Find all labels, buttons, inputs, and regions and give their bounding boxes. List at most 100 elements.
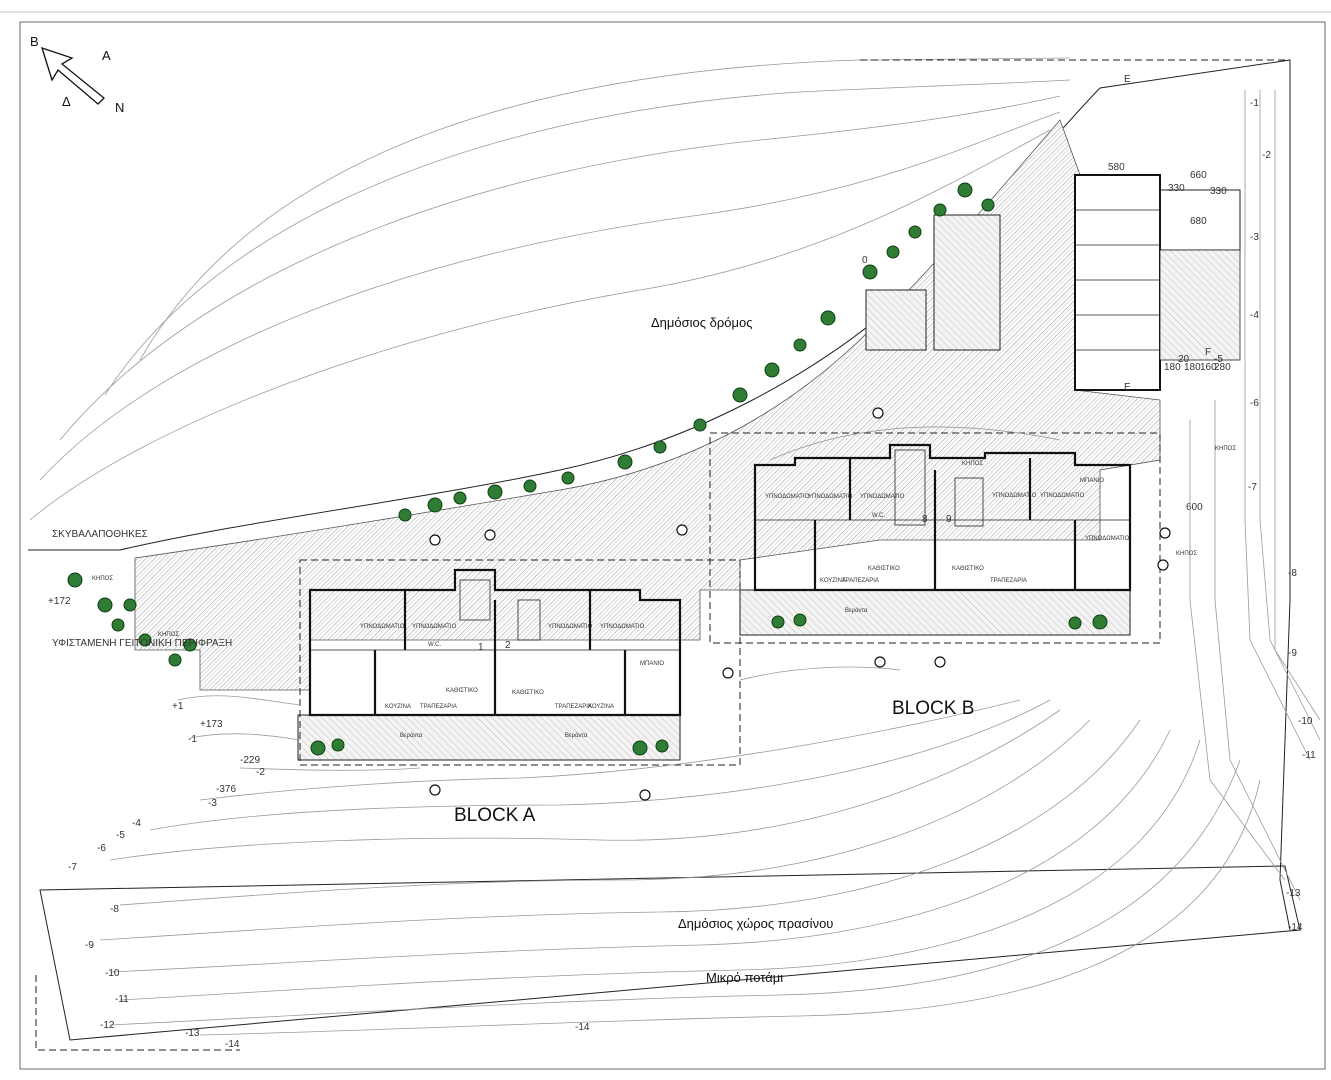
right-contours	[1189, 90, 1321, 901]
b-bedroom-6: ΥΠΝΟΔΩΜΑΤΙΟ	[1085, 536, 1130, 542]
stair-block-left	[865, 289, 927, 351]
compass-west: Δ	[62, 94, 71, 109]
contour-m12: -12	[100, 1020, 115, 1031]
b-dining-2: ΤΡΑΠΕΖΑΡΙΑ	[990, 578, 1027, 584]
stair-block-right	[933, 214, 1001, 351]
north-arrow-icon	[41, 46, 105, 105]
contour-m10: -10	[105, 968, 120, 979]
setback-line-left	[35, 975, 240, 1051]
a-veranda-2: Βεράντα	[565, 732, 588, 739]
rcontour-m5: -5	[1214, 354, 1223, 365]
public-road-label: Δημόσιος δρόμος	[651, 315, 753, 330]
rcontour-m8: -8	[1288, 568, 1297, 579]
small-river-label: Μικρό ποτάμι	[706, 970, 783, 985]
public-green-label: Δημόσιος χώρος πρασίνου	[678, 916, 833, 931]
b-bedroom-4: ΥΠΝΟΔΩΜΑΤΙΟ	[992, 493, 1037, 499]
block-b-veranda	[739, 589, 1131, 636]
garden-left-top: ΚΗΠΟΣ	[92, 576, 113, 582]
block-b-core-9: 9	[946, 514, 952, 525]
a-bedroom-3: ΥΠΝΟΔΩΜΑΤΙΟ	[548, 624, 593, 630]
block-b-core-8: 8	[922, 514, 928, 525]
rcontour-m14: -14	[1288, 922, 1303, 933]
contour-m9: -9	[85, 940, 94, 951]
rcontour-m13: -13	[1286, 888, 1301, 899]
block-a-building: 1 2 ΥΠΝΟΔΩΜΑΤΙΟ ΥΠΝΟΔΩΜΑΤΙΟ ΥΠΝΟΔΩΜΑΤΙΟ …	[297, 568, 682, 761]
contour-m8: -8	[110, 904, 119, 915]
dim-660: 660	[1190, 170, 1207, 181]
b-bedroom-3: ΥΠΝΟΔΩΜΑΤΙΟ	[860, 494, 905, 500]
b-kitchen: ΚΟΥΖΙΝΑ	[820, 578, 846, 584]
contour-m11: -11	[115, 994, 129, 1005]
dim-330b: 330	[1210, 186, 1227, 197]
rcontour-m6: -6	[1250, 398, 1259, 409]
dim-680: 680	[1190, 216, 1207, 227]
rcontour-m4: -4	[1250, 310, 1259, 321]
block-a-core-1: 1	[478, 642, 484, 653]
sheet-frame	[19, 21, 1326, 1070]
contour-m5: -5	[116, 830, 125, 841]
block-a-outline	[299, 559, 741, 766]
trees	[67, 182, 1108, 756]
section-e-top: E	[1124, 74, 1131, 85]
a-living-2: ΚΑΘΙΣΤΙΚΟ	[512, 690, 544, 696]
block-b-outline	[709, 432, 1161, 644]
contour-m13: -13	[185, 1028, 200, 1039]
contour-m4: -4	[132, 818, 141, 829]
rcontour-m11: -11	[1302, 750, 1316, 761]
garden-right: ΚΗΠΟΣ	[1215, 446, 1236, 452]
a-bedroom-1: ΥΠΝΟΔΩΜΑΤΙΟ	[360, 624, 405, 630]
b-bedroom-2: ΥΠΝΟΔΩΜΑΤΙΟ	[808, 494, 853, 500]
block-b-building: 8 9 ΥΠΝΟΔΩΜΑΤΙΟ ΥΠΝΟΔΩΜΑΤΙΟ ΥΠΝΟΔΩΜΑΤΙΟ …	[739, 443, 1132, 636]
site-boundary-lower	[39, 865, 1301, 1041]
dim-580: 580	[1108, 162, 1125, 173]
level-plus172: +172	[48, 596, 71, 607]
section-e-bottom: E	[1124, 382, 1131, 393]
a-bedroom-4: ΥΠΝΟΔΩΜΑΤΙΟ	[600, 624, 645, 630]
garden-right-bottom: ΚΗΠΟΣ	[1176, 551, 1197, 557]
block-a-label: BLOCK A	[454, 805, 536, 826]
compass: B A N Δ	[30, 34, 124, 115]
a-dining-2: ΤΡΑΠΕΖΑΡΙΑ	[555, 704, 592, 710]
b-bedroom-5: ΥΠΝΟΔΩΜΑΤΙΟ	[1040, 493, 1085, 499]
block-b-walls	[753, 443, 1132, 592]
compass-east: A	[102, 48, 111, 63]
left-contours	[99, 426, 1261, 1036]
a-bedroom-2: ΥΠΝΟΔΩΜΑΤΙΟ	[412, 624, 457, 630]
dim-330a: 330	[1168, 183, 1185, 194]
block-a-veranda	[297, 714, 681, 761]
level-plus173: +173	[200, 719, 223, 730]
parking-outline	[1074, 174, 1161, 391]
ramp-hatch	[1159, 249, 1241, 361]
contour-m7: -7	[68, 862, 77, 873]
compass-south: N	[115, 100, 124, 115]
dim-180b: 180	[1184, 362, 1201, 373]
b-garden-top: ΚΗΠΟΣ	[962, 461, 983, 467]
parking-garage: 580 660 330 330 680 180 180 160 20 280 6…	[1074, 74, 1241, 513]
a-bath: ΜΠΑΝΙΟ	[640, 661, 664, 667]
block-b-label: BLOCK B	[892, 698, 974, 719]
contour-m2: -2	[256, 767, 265, 778]
level-minus229: -229	[240, 755, 260, 766]
right-contour-labels: -1 -2 -3 -4 -5 -6 -7 -8 -9 -10 -11 -13 -…	[1214, 98, 1316, 933]
block-a-core-2: 2	[505, 640, 511, 651]
rcontour-m9: -9	[1288, 648, 1297, 659]
contour-m3: -3	[208, 798, 217, 809]
contour-m14: -14	[225, 1039, 240, 1050]
dim-180a: 180	[1164, 362, 1181, 373]
compass-north: B	[30, 34, 39, 49]
level-minus376: -376	[216, 784, 236, 795]
contour-road-zero: 0	[862, 255, 868, 266]
a-living-1: ΚΑΘΙΣΤΙΚΟ	[446, 688, 478, 694]
contour-m6: -6	[97, 843, 106, 854]
dim-160: 160	[1200, 362, 1217, 373]
contour-bottom-m14: -14	[575, 1022, 590, 1033]
dim-600: 600	[1186, 502, 1203, 513]
garden-left: ΚΗΠΟΣ	[158, 632, 179, 638]
b-bedroom-1: ΥΠΝΟΔΩΜΑΤΙΟ	[765, 494, 810, 500]
b-bath: ΜΠΑΝΙΟ	[1080, 478, 1104, 484]
rcontour-m10: -10	[1298, 716, 1313, 727]
a-dining-1: ΤΡΑΠΕΖΑΡΙΑ	[420, 704, 457, 710]
a-veranda-1: Βεράντα	[400, 732, 423, 739]
trash-bins-label: ΣΚΥΒΑΛΑΠΟΘΗΚΕΣ	[52, 529, 148, 540]
